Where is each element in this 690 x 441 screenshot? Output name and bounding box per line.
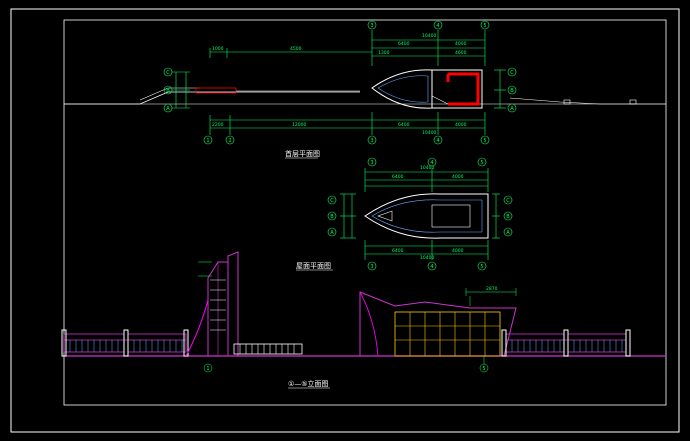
roof-arrow <box>377 210 393 222</box>
fence-post-left-2 <box>123 329 129 357</box>
fence-post-r2 <box>629 99 637 105</box>
roof-axis-4-bottom: 4 <box>430 264 433 270</box>
axis-4-bottom: 4 <box>436 138 439 144</box>
fence-left <box>64 91 360 105</box>
elevation: 1 2870 5 <box>61 251 666 389</box>
dim-bottom-left: 6400 <box>398 122 410 128</box>
roof-dim-total: 10400 <box>420 165 434 171</box>
roof-axis-3-bottom: 3 <box>370 264 373 270</box>
axis-B-left: B <box>166 88 170 94</box>
elevation-title: ①—⑤立面图 <box>288 379 329 388</box>
guardhouse-hull-inner <box>377 75 429 103</box>
axis-4-top: 4 <box>436 23 439 29</box>
roof-axis-3-top: 3 <box>370 160 373 166</box>
roof-axis-B-left: B <box>330 214 334 220</box>
roof-axis-C-left: C <box>330 198 334 204</box>
door-swing <box>431 95 449 105</box>
drawing-inner-frame <box>63 19 667 406</box>
roof-axis-C-right: C <box>506 198 510 204</box>
roof-axis-4-top: 4 <box>430 160 433 166</box>
guardhouse-red-walls <box>446 72 480 106</box>
fence-panels-left <box>63 333 187 353</box>
dim-12000: 12000 <box>292 122 306 128</box>
roof-plan: 10400 6400 4000 6400 4000 10400 3 4 5 3 … <box>296 157 513 271</box>
first-floor-plan-title: 首层平面图 <box>285 149 320 158</box>
axis-2-bottom: 2 <box>228 138 231 144</box>
elev-axis-5: 5 <box>482 366 485 372</box>
axis-3-top: 3 <box>370 23 373 29</box>
roof-dim-bottom-right: 4000 <box>452 248 464 254</box>
guardhouse-bow <box>359 291 379 357</box>
gate-blade <box>227 251 239 357</box>
top-dimensions <box>172 30 506 135</box>
fence-post-right-1 <box>501 329 507 357</box>
fence-post-right-3 <box>625 329 631 357</box>
axis-3-bottom: 3 <box>370 138 373 144</box>
roof-axis-A-right: A <box>506 230 510 236</box>
axis-A-right: A <box>510 106 514 112</box>
roof-axis-A-left: A <box>330 230 334 236</box>
axis-A-left: A <box>166 106 170 112</box>
roof-dim-left: 6400 <box>392 174 404 180</box>
fence-left-2 <box>139 87 200 101</box>
elev-dim-width: 2870 <box>486 286 498 292</box>
sliding-gate-bars <box>239 344 295 354</box>
dim-4600: 4600 <box>455 50 467 56</box>
gate-curve <box>185 299 209 357</box>
dim-left-span: 6400 <box>398 41 410 47</box>
gate-tower <box>207 261 229 357</box>
fence-bars-right <box>511 340 623 352</box>
roof-axis-5-top: 5 <box>480 160 483 166</box>
drawing-frame <box>10 8 680 433</box>
axis-B-right: B <box>510 88 514 94</box>
first-floor-plan: 10400 6400 4000 1000 4500 1300 4600 2200… <box>64 20 666 159</box>
facade-grid <box>395 312 500 356</box>
roof-axis-5-bottom: 5 <box>480 264 483 270</box>
roof-dim-bottom-left: 6400 <box>392 248 404 254</box>
roof-hull <box>364 193 489 239</box>
guardhouse-room <box>431 69 483 109</box>
roof-hull-inner <box>371 199 483 233</box>
fence-post-right-2 <box>563 329 569 357</box>
dim-bottom-total: 10400 <box>422 130 436 136</box>
axis-C-right: C <box>510 70 514 76</box>
dim-1300: 1300 <box>378 50 390 56</box>
guardhouse-facade <box>394 311 501 357</box>
fence-post-r1 <box>563 99 571 105</box>
tower-rungs <box>210 279 226 331</box>
fence-right <box>509 97 666 105</box>
roof-skylight <box>431 204 471 228</box>
sliding-gate <box>233 343 303 355</box>
axis-C-left: C <box>166 70 170 76</box>
dim-bottom-right: 4000 <box>455 122 467 128</box>
fence-post-left-1 <box>61 329 67 357</box>
dim-1000: 1000 <box>212 46 224 52</box>
axis-5-bottom: 5 <box>483 138 486 144</box>
roof-dim-right: 4000 <box>452 174 464 180</box>
gate-barrier <box>195 87 237 94</box>
roof-axis-B-right: B <box>506 214 510 220</box>
dim-total-top: 10400 <box>422 33 436 39</box>
axis-5-top: 5 <box>483 23 486 29</box>
fence-bars-left <box>69 340 183 352</box>
dim-right-span: 4000 <box>455 41 467 47</box>
roof-plan-title: 屋面平面图 <box>296 262 331 270</box>
dim-4500: 4500 <box>290 46 302 52</box>
guardhouse-elevation <box>359 291 517 357</box>
dim-2200: 2200 <box>212 122 224 128</box>
roof-dim-bottom-total: 10400 <box>420 255 434 261</box>
tower-axis-label: 1 <box>206 366 209 372</box>
axis-1-bottom: 1 <box>206 138 209 144</box>
